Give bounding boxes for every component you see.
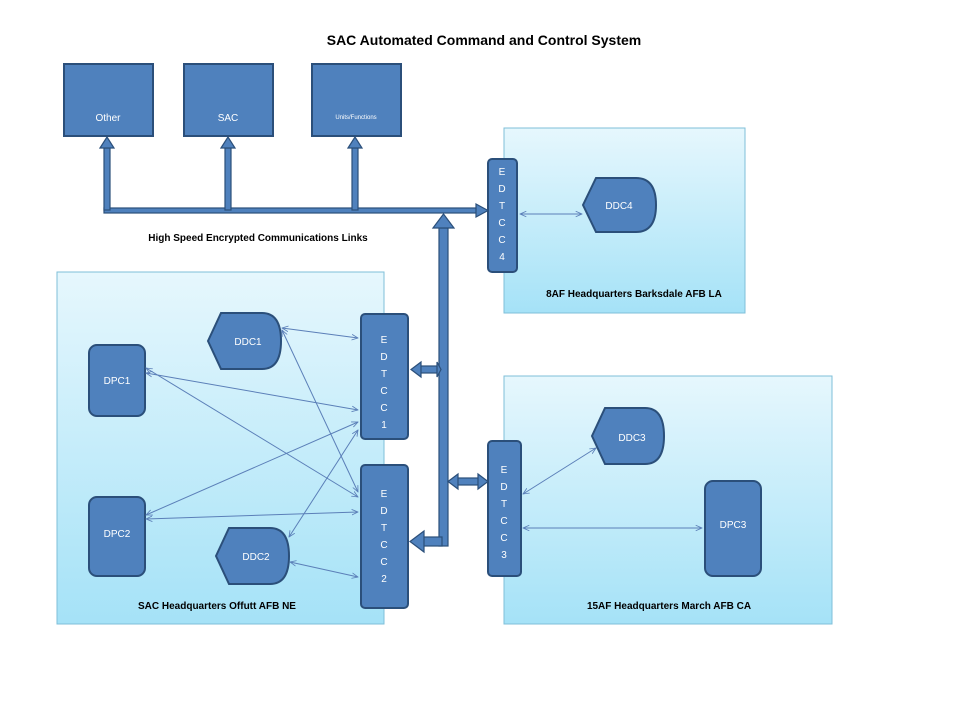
dpc3-label: DPC3 (720, 520, 747, 531)
dpc3-node: DPC3 (704, 480, 762, 577)
edtcc1-letter: C (380, 386, 387, 397)
link-ddc2-edtcc1 (289, 430, 358, 537)
top-box-sac: SAC (183, 63, 274, 137)
region-march (503, 375, 833, 625)
edtcc3-letter: C (500, 516, 507, 527)
edtcc4-letter: 4 (499, 252, 505, 263)
edtcc2-letter: 2 (381, 574, 387, 585)
edtcc1-letter: T (381, 369, 387, 380)
barksdale-label: 8AF Headquarters Barksdale AFB LA (546, 289, 722, 300)
edtcc1-letter: D (380, 352, 387, 363)
edtcc2-letter: T (381, 523, 387, 534)
offutt-label: SAC Headquarters Offutt AFB NE (138, 601, 296, 612)
march-label: 15AF Headquarters March AFB CA (587, 601, 751, 612)
link-edtcc3-ddc3 (523, 448, 596, 494)
dpc2-label: DPC2 (104, 529, 131, 540)
dpc2-node: DPC2 (88, 496, 146, 577)
edtcc3-letter: 3 (501, 550, 507, 561)
top-box-other: Other (63, 63, 154, 137)
edtcc2-letter: D (380, 506, 387, 517)
edtcc1-letter: 1 (381, 420, 387, 431)
diagram-title: SAC Automated Command and Control System (327, 32, 642, 48)
ddc3-label: DDC3 (618, 433, 646, 444)
link-ddc2-edtcc2 (290, 562, 358, 577)
ddc1-node: DDC1 (206, 312, 283, 370)
edtcc2-node: E D T C C 2 (360, 464, 409, 609)
edtcc2-letter: C (380, 557, 387, 568)
top-box-sac-label: SAC (218, 113, 239, 124)
ddc2-label: DDC2 (242, 552, 270, 563)
ddc1-label: DDC1 (234, 337, 262, 348)
edtcc4-node: E D T C C 4 (487, 158, 518, 273)
edtcc3-letter: D (500, 482, 507, 493)
edtcc1-node: E D T C C 1 (360, 313, 409, 440)
edtcc4-letter: E (499, 167, 506, 178)
dpc1-node: DPC1 (88, 344, 146, 417)
ddc3-node: DDC3 (590, 407, 666, 465)
edtcc4-letter: C (498, 218, 505, 229)
edtcc2-letter: C (380, 540, 387, 551)
top-box-units: Units/Functions (311, 63, 402, 137)
offutt-links (146, 328, 358, 577)
ddc4-label: DDC4 (605, 201, 633, 212)
comm-links-label: High Speed Encrypted Communications Link… (148, 233, 368, 244)
dpc1-label: DPC1 (104, 376, 131, 387)
edtcc3-letter: T (501, 499, 507, 510)
edtcc4-letter: D (498, 184, 505, 195)
edtcc4-letter: C (498, 235, 505, 246)
edtcc1-letter: C (380, 403, 387, 414)
edtcc1-letter: E (381, 335, 388, 346)
edtcc3-letter: C (500, 533, 507, 544)
edtcc4-letter: T (499, 201, 505, 212)
edtcc3-node: E D T C C 3 (487, 440, 522, 577)
comm-bus (98, 135, 490, 554)
top-box-other-label: Other (95, 113, 121, 124)
ddc4-node: DDC4 (581, 177, 658, 233)
edtcc2-letter: E (381, 489, 388, 500)
top-box-units-label: Units/Functions (335, 115, 376, 121)
ddc2-node: DDC2 (214, 527, 291, 585)
edtcc3-letter: E (501, 465, 508, 476)
